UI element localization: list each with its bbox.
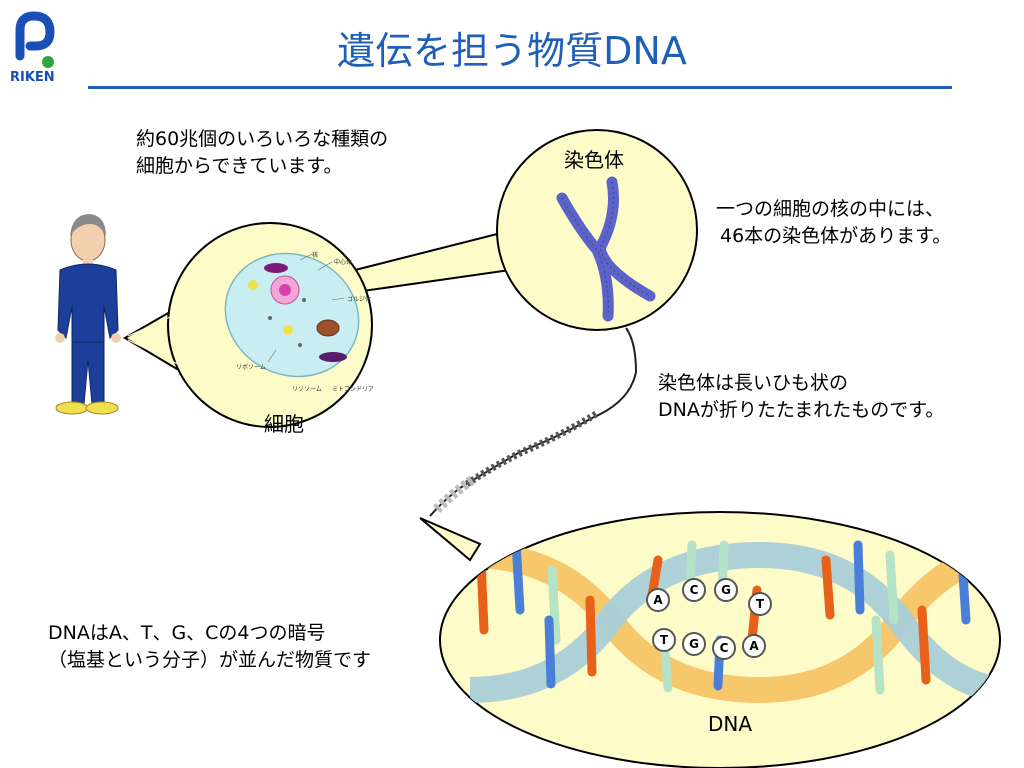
- base-t-bottom: T: [652, 628, 676, 652]
- title-underline: [88, 86, 952, 89]
- caption-cells-line2: 細胞からできています。: [136, 155, 343, 177]
- chromosome-bubble: [496, 129, 698, 331]
- dna-strand: [429, 327, 638, 517]
- label-centrosome: 中心体: [334, 259, 353, 266]
- caption-nucleus: 一つの細胞の核の中には、 46本の染色体があります。: [716, 196, 951, 250]
- caption-dna: DNAはA、T、G、Cの4つの暗号 （塩基という分子）が並んだ物質です: [48, 620, 371, 674]
- caption-chromosome-line2: DNAが折りたたまれたものです。: [658, 399, 945, 421]
- base-g-bottom: G: [682, 632, 706, 656]
- caption-chromosome-line1: 染色体は長いひも状の: [658, 372, 849, 394]
- riken-logo: RIKEN: [8, 10, 60, 90]
- caption-cells: 約60兆個のいろいろな種類の 細胞からできています。: [136, 126, 388, 180]
- label-ribosome: リボソーム: [236, 364, 266, 371]
- label-dna: DNA: [708, 712, 753, 736]
- caption-chromosome: 染色体は長いひも状の DNAが折りたたまれたものです。: [658, 370, 944, 424]
- page-title: 遺伝を担う物質DNA: [337, 29, 687, 73]
- base-a-bottom: A: [742, 634, 766, 658]
- label-chromosome: 染色体: [564, 148, 624, 172]
- base-a-top: A: [646, 588, 670, 612]
- base-c-top: C: [682, 578, 706, 602]
- label-lysosome: リソソーム: [292, 386, 322, 393]
- caption-nucleus-line2: 46本の染色体があります。: [720, 225, 952, 247]
- caption-dna-line2: （塩基という分子）が並んだ物質です: [48, 649, 372, 671]
- riken-logo-mark: [15, 11, 55, 68]
- base-c-bottom: C: [712, 636, 736, 660]
- caption-nucleus-line1: 一つの細胞の核の中には、: [716, 198, 945, 220]
- base-t-top: T: [748, 592, 772, 616]
- logo-text: RIKEN: [10, 70, 55, 85]
- base-g-top: G: [714, 578, 738, 602]
- person-figure: [55, 214, 121, 415]
- caption-dna-line1: DNAはA、T、G、Cの4つの暗号: [48, 622, 326, 644]
- label-golgi: ゴルジ体: [347, 296, 372, 303]
- cell-bubble: [123, 222, 512, 428]
- caption-cells-line1: 約60兆個のいろいろな種類の: [136, 128, 389, 150]
- label-cell: 細胞: [264, 412, 304, 436]
- label-nucleus: 核: [312, 252, 319, 259]
- label-mitochondria: ミトコンドリア: [332, 386, 375, 393]
